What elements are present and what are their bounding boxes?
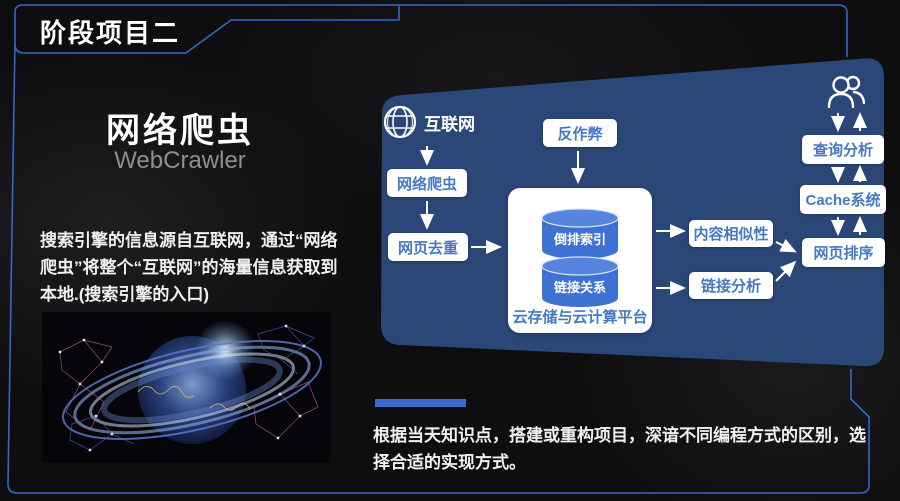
inverted-index-label: 倒排索引: [553, 232, 606, 247]
internet-label: 互联网: [424, 114, 475, 134]
network-globe-art: [58, 320, 322, 452]
node-page-rank: 网页排序: [802, 238, 885, 267]
cloud-platform-label: 云存储与云计算平台: [512, 309, 648, 326]
bottom-frame-line: [7, 39, 870, 494]
database-icon-link-relation: 链接关系: [541, 256, 619, 307]
section-subtitle: WebCrawler: [114, 147, 246, 174]
section-title: 网络爬虫: [106, 112, 254, 150]
database-cylinders: 倒排索引 链接关系: [541, 208, 619, 307]
node-web-crawler: 网络爬虫: [387, 169, 467, 197]
footer-note: 根据当天知识点，搭建或重构项目，深谙不同编程方式的区别，选择合适的实现方式。: [373, 426, 866, 473]
globe-icon: [383, 105, 417, 139]
intro-description: 搜索引擎的信息源自互联网，通过“网络爬虫”将整个“互联网”的海量信息获取到本地.…: [40, 231, 338, 305]
node-query-analysis: 查询分析: [802, 135, 884, 164]
database-icon-inverted-index: 倒排索引: [541, 208, 619, 259]
internet-source: 互联网: [382, 104, 475, 140]
page-title-badge: 阶段项目二: [40, 18, 181, 48]
node-cache-system: Cache系统: [800, 185, 886, 214]
link-relation-label: 链接关系: [553, 280, 606, 295]
node-link-analysis: 链接分析: [689, 272, 773, 299]
node-page-dedup: 网页去重: [388, 233, 468, 261]
top-frame-line: [14, 4, 848, 57]
node-content-similarity: 内容相似性: [689, 220, 773, 247]
node-anti-spam: 反作弊: [543, 119, 617, 147]
accent-bar: [375, 399, 466, 407]
users-group-icon: [827, 75, 866, 109]
network-globe-image: [42, 312, 330, 463]
cloud-storage-box: 倒排索引 链接关系 云存储与云计算平台: [508, 188, 652, 333]
